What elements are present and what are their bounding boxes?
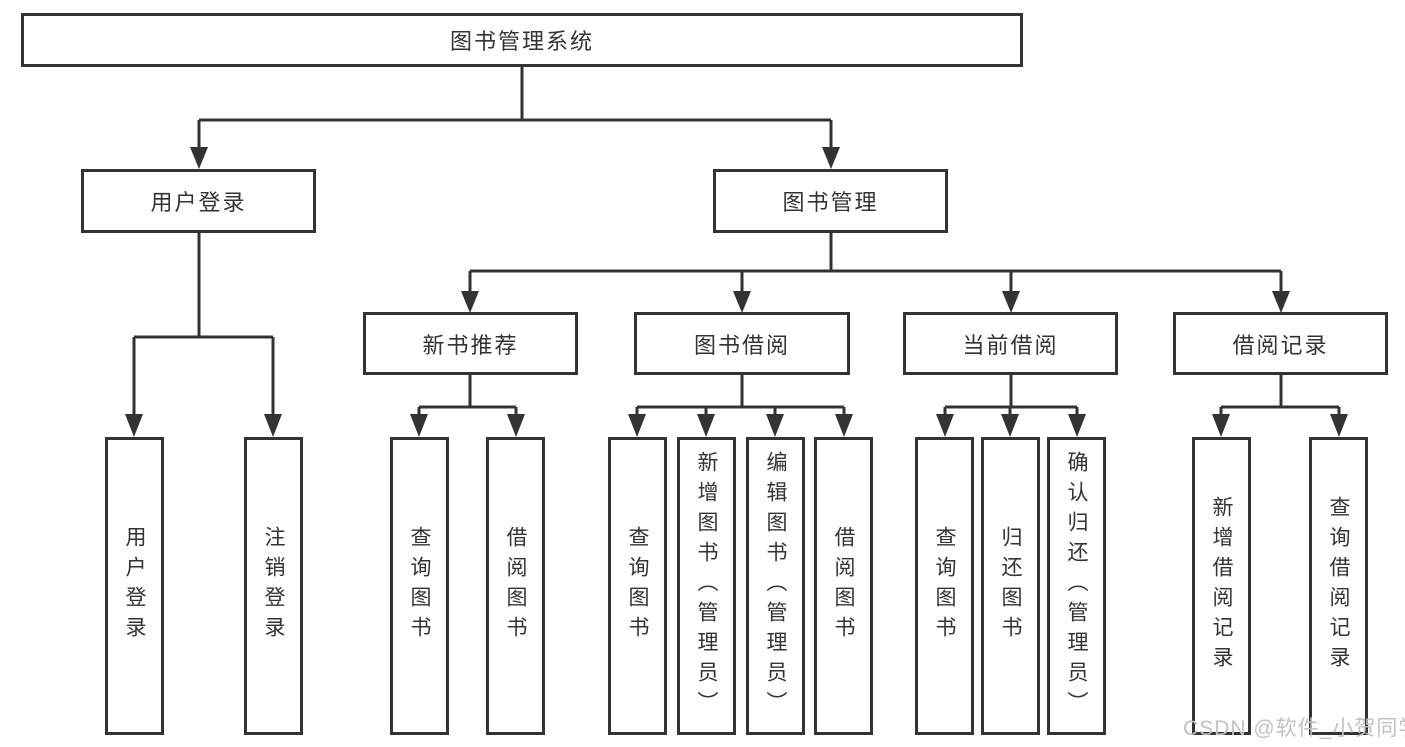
node-confirm-return-admin-label: 确认归还（管理员） [1065,451,1088,721]
node-borrow-books-recommend: 借阅图书 [486,437,545,735]
node-borrow-books-recommend-label: 借阅图书 [504,526,527,646]
node-borrow-books-label: 借阅图书 [832,526,855,646]
node-query-borrow-record: 查询借阅记录 [1309,437,1368,735]
node-new-book-recommendation-label: 新书推荐 [422,332,519,358]
node-borrowing-records: 借阅记录 [1173,312,1388,375]
node-edit-books-admin-label: 编辑图书（管理员） [764,451,787,721]
node-query-books-borrowing: 查询图书 [608,437,667,735]
csdn-watermark: CSDN @软件_小贺同学 [1183,717,1405,740]
node-borrowing-records-label: 借阅记录 [1232,332,1329,358]
node-confirm-return-admin: 确认归还（管理员） [1047,437,1106,735]
node-logout-action: 注销登录 [244,437,303,735]
node-add-borrow-record-label: 新增借阅记录 [1210,496,1233,676]
node-library-management-system-label: 图书管理系统 [449,29,594,54]
node-borrow-books: 借阅图书 [814,437,873,735]
node-new-book-recommendation: 新书推荐 [363,312,578,375]
node-book-borrowing-label: 图书借阅 [693,332,790,358]
node-user-login-label: 用户登录 [150,190,247,215]
node-book-borrowing: 图书借阅 [634,312,850,375]
node-return-books: 归还图书 [981,437,1040,735]
node-user-login: 用户登录 [81,169,316,233]
node-query-books-recommend: 查询图书 [390,437,449,735]
node-library-management-system: 图书管理系统 [21,13,1023,67]
node-book-management: 图书管理 [713,169,948,233]
node-book-management-label: 图书管理 [782,190,879,215]
node-query-books-recommend-label: 查询图书 [408,526,431,646]
node-user-login-action: 用户登录 [105,437,164,735]
node-user-login-action-label: 用户登录 [123,526,146,646]
node-current-borrowing: 当前借阅 [903,312,1118,375]
node-add-borrow-record: 新增借阅记录 [1192,437,1251,735]
node-add-books-admin: 新增图书（管理员） [677,437,736,735]
node-query-books-current-label: 查询图书 [933,526,956,646]
node-return-books-label: 归还图书 [999,526,1022,646]
node-query-books-current: 查询图书 [915,437,974,735]
node-current-borrowing-label: 当前借阅 [962,332,1059,358]
node-logout-action-label: 注销登录 [262,526,285,646]
node-edit-books-admin: 编辑图书（管理员） [746,437,805,735]
node-query-borrow-record-label: 查询借阅记录 [1327,496,1350,676]
node-add-books-admin-label: 新增图书（管理员） [695,451,718,721]
node-query-books-borrowing-label: 查询图书 [626,526,649,646]
